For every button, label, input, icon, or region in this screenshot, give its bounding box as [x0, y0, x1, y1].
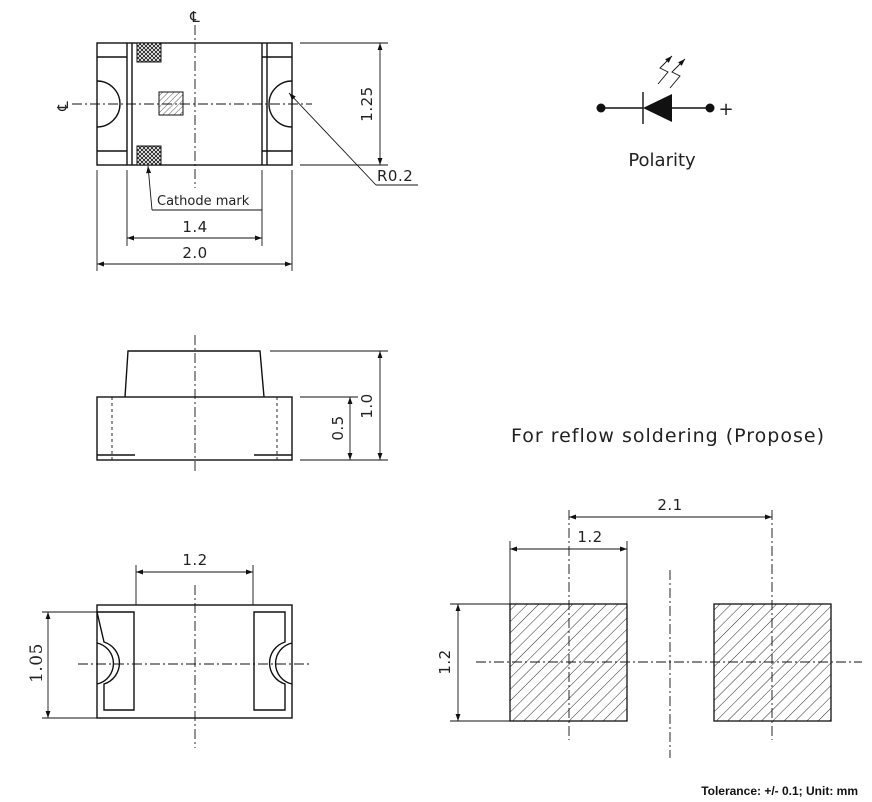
top-view: ℄ ℄ 1.25 R0.2 Cathode mark 1.4 2.0 [54, 8, 418, 271]
dim-height-1-25: 1.25 [358, 86, 376, 121]
light-ray-icon-1 [657, 55, 673, 85]
polarity-label: Polarity [628, 150, 696, 171]
radius-label: R0.2 [377, 167, 413, 185]
plus-sign: + [718, 99, 733, 120]
reflow-title: For reflow soldering (Propose) [511, 425, 825, 447]
dim-width-1-2-bottom: 1.2 [182, 551, 207, 569]
cathode-label: Cathode mark [157, 194, 250, 209]
left-solder-pad [509, 603, 628, 722]
dim-inner-width-1-4: 1.4 [182, 218, 207, 236]
dim-height-1-0: 1.0 [358, 393, 376, 418]
bottom-view: 1.2 1.05 [27, 551, 312, 748]
right-solder-pad [713, 603, 832, 722]
cathode-mark-bottom [136, 145, 162, 166]
diode-triangle-icon [643, 94, 672, 122]
side-body [96, 396, 293, 461]
dim-pad-width-1-2: 1.2 [577, 528, 602, 546]
bottom-outline [96, 604, 293, 719]
dim-width-2-0: 2.0 [182, 244, 207, 262]
left-terminal-notch [96, 80, 121, 128]
bottom-left-pad [96, 611, 135, 711]
anode-dot [705, 103, 715, 113]
side-view: 1.0 0.5 [96, 335, 388, 472]
centerline-symbol-vertical: ℄ [189, 8, 200, 26]
right-terminal-notch [268, 80, 293, 128]
centerline-symbol-horizontal: ℄ [54, 101, 72, 112]
polarity-symbol: + Polarity [596, 55, 734, 171]
bottom-right-pad [253, 611, 286, 711]
tolerance-note: Tolerance: +/- 0.1; Unit: mm [701, 784, 858, 798]
dim-base-0-5: 0.5 [329, 415, 347, 440]
light-ray-icon-2 [669, 58, 686, 89]
led-chip [158, 91, 184, 116]
dim-pad-height-1-2: 1.2 [436, 649, 454, 674]
dim-pitch-2-1: 2.1 [657, 496, 682, 514]
dim-height-1-05: 1.05 [27, 643, 47, 683]
side-lens [124, 350, 265, 398]
solder-pad-layout: For reflow soldering (Propose) 2.1 1.2 1… [436, 425, 862, 758]
cathode-mark-top [136, 42, 162, 63]
